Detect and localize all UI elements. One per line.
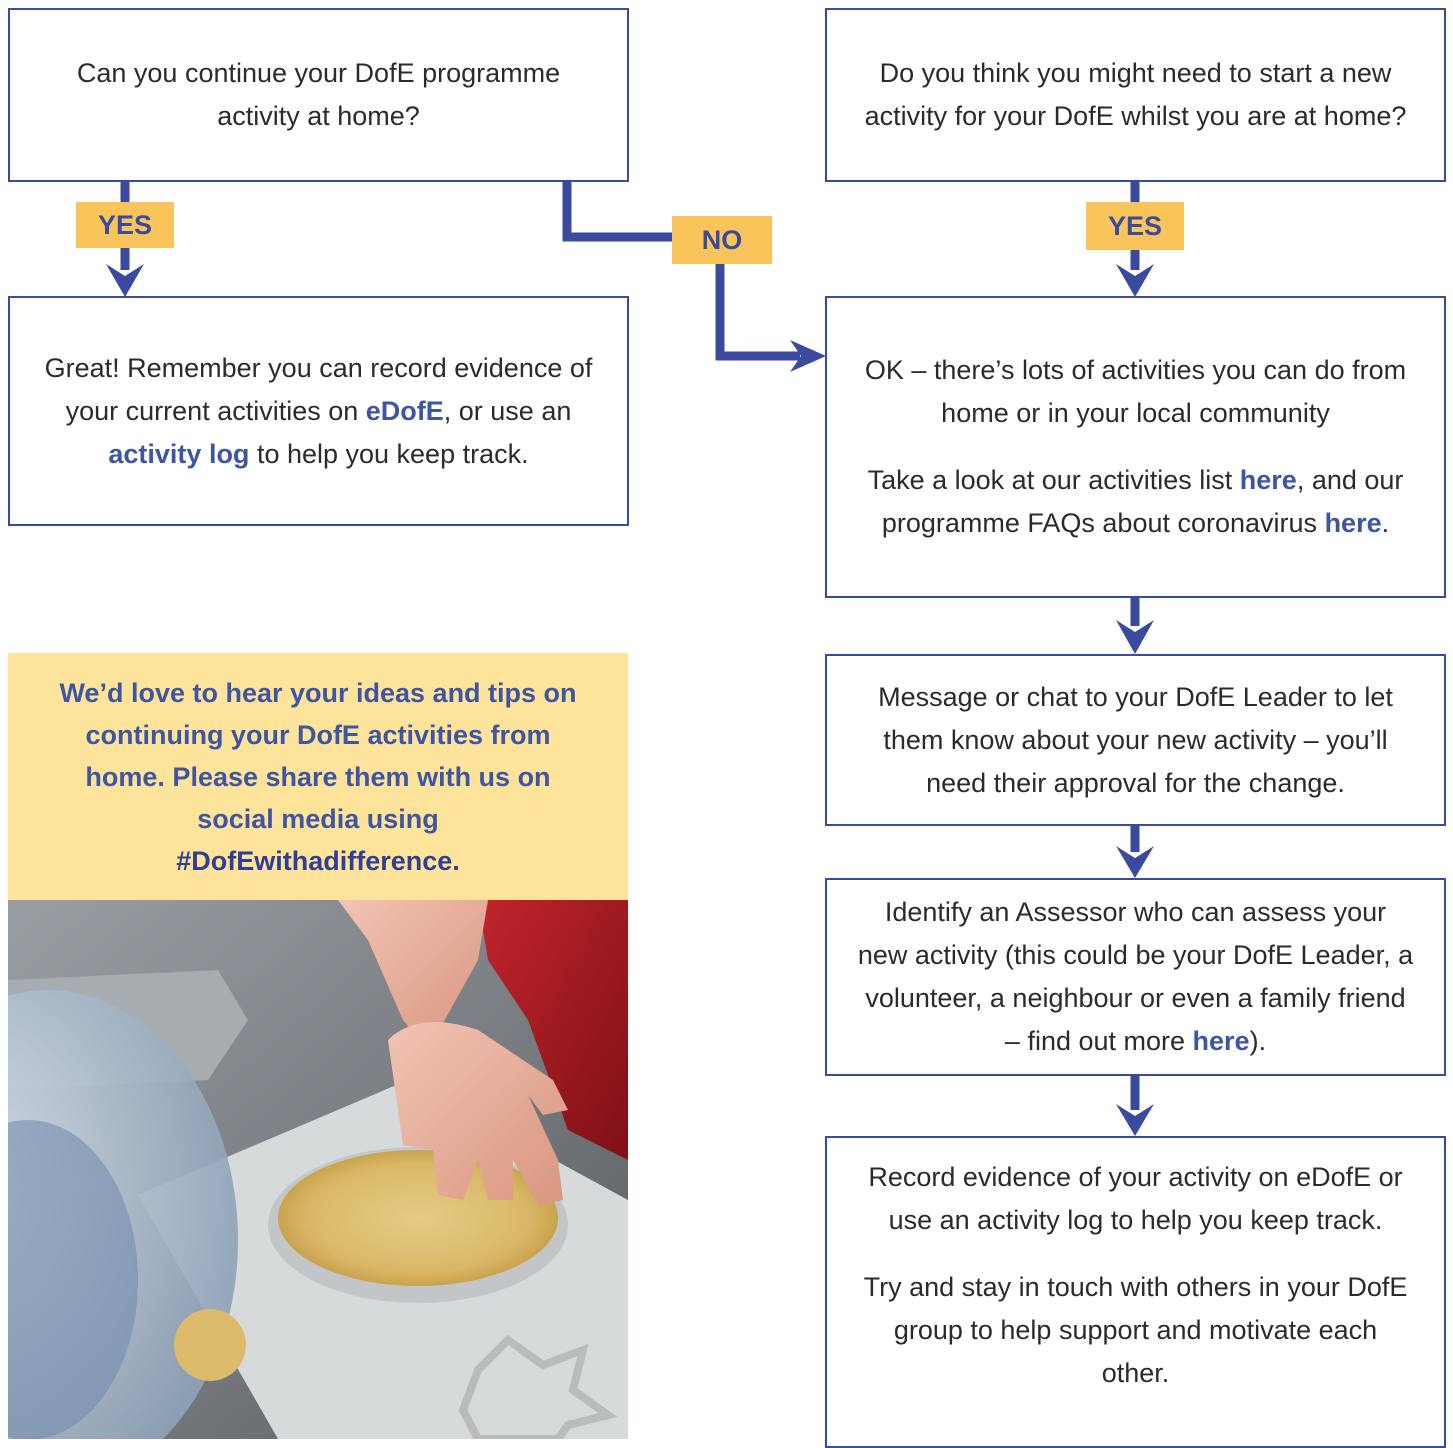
find-out-more-link[interactable]: here	[1192, 1026, 1250, 1056]
faqs-link[interactable]: here	[1324, 508, 1382, 538]
yes-label-right: YES	[1086, 202, 1184, 250]
activities-list-link[interactable]: here	[1239, 465, 1297, 495]
box-record-evidence: Record evidence of your activity on eDof…	[825, 1136, 1446, 1448]
box-text: Message or chat to your DofE Leader to l…	[878, 681, 1393, 798]
box-message-leader: Message or chat to your DofE Leader to l…	[825, 654, 1446, 826]
arrowhead-icon	[106, 264, 144, 297]
arrowhead-icon	[1116, 620, 1154, 654]
box-ok-activities: OK – there’s lots of activities you can …	[825, 296, 1446, 598]
box-text: Take a look at our activities list here,…	[857, 459, 1414, 545]
text-segment: .	[1381, 508, 1390, 538]
edofe-link[interactable]: eDofE	[365, 395, 444, 426]
box-text: Try and stay in touch with others in you…	[863, 1272, 1408, 1388]
box-text: OK – there’s lots of activities you can …	[864, 355, 1407, 428]
box-identify-assessor: Identify an Assessor who can assess your…	[825, 878, 1446, 1076]
arrowhead-icon	[790, 340, 826, 372]
box-text: Do you think you might need to start a n…	[864, 58, 1407, 131]
promo-panel: We’d love to hear your ideas and tips on…	[8, 653, 628, 900]
text-segment: Take a look at our activities list	[867, 465, 1240, 495]
box-continue-question: Can you continue your DofE programme act…	[8, 8, 629, 182]
box-new-activity-question: Do you think you might need to start a n…	[825, 8, 1446, 182]
box-text: Identify an Assessor who can assess your…	[857, 891, 1414, 1063]
activity-log-link[interactable]: activity log	[108, 438, 250, 469]
text-segment: to help you keep track.	[249, 438, 529, 469]
text-segment: Great! Remember you can record evidence …	[44, 352, 593, 426]
baking-photo	[8, 900, 628, 1439]
box-text: Great! Remember you can record evidence …	[40, 347, 597, 476]
arrowhead-icon	[1116, 846, 1154, 878]
box-great-reminder: Great! Remember you can record evidence …	[8, 296, 629, 526]
text-segment: ).	[1249, 1026, 1267, 1056]
yes-label-left: YES	[76, 202, 174, 248]
box-text: Can you continue your DofE programme act…	[76, 58, 561, 131]
text-segment: , or use an	[443, 395, 572, 426]
text-segment: Identify an Assessor who can assess your…	[857, 897, 1414, 1056]
arrowhead-icon	[1116, 1104, 1154, 1136]
no-label: NO	[672, 216, 772, 264]
arrowhead-icon	[1116, 264, 1154, 297]
text-segment: , and our programme FAQs about coronavir…	[881, 465, 1404, 538]
box-text: Record evidence of your activity on eDof…	[868, 1162, 1403, 1235]
hashtag-text: #DofEwithadifference.	[176, 845, 460, 876]
promo-text: We’d love to hear your ideas and tips on…	[59, 677, 577, 834]
